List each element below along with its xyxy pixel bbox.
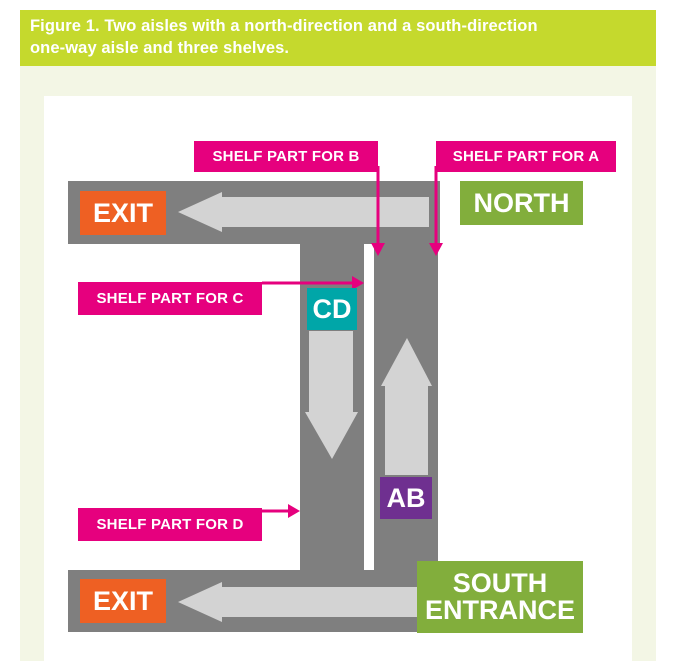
shelf-b-label: SHELF PART FOR B [194, 141, 378, 172]
south-entrance-line-1: SOUTH [452, 568, 548, 598]
south-entrance-label: SOUTH ENTRANCE [417, 561, 583, 633]
shelf-d-pointer-head [288, 504, 300, 518]
shelf-d-label: SHELF PART FOR D [78, 508, 262, 541]
ab-aisle-label: AB [380, 477, 432, 519]
shelf-a-pointer-head [429, 243, 443, 256]
figure-title-line-1: Figure 1. Two aisles with a north-direct… [30, 17, 538, 35]
exit-bottom-label: EXIT [80, 579, 166, 623]
exit-top-label: EXIT [80, 191, 166, 235]
bottom-left-arrow [178, 582, 418, 622]
shelf-c-pointer-head [352, 276, 364, 290]
north-label: NORTH [460, 181, 583, 225]
figure-title: Figure 1. Two aisles with a north-direct… [20, 10, 656, 66]
south-arrow [305, 331, 358, 459]
figure-title-line-2: one-way aisle and three shelves. [30, 39, 290, 57]
shelf-a-label: SHELF PART FOR A [436, 141, 616, 172]
cd-aisle-label: CD [307, 288, 357, 330]
north-arrow [381, 338, 432, 475]
shelf-c-label: SHELF PART FOR C [78, 282, 262, 315]
south-entrance-line-2: ENTRANCE [424, 595, 575, 625]
shelf-b-pointer-head [371, 243, 385, 256]
top-left-arrow [178, 192, 429, 232]
